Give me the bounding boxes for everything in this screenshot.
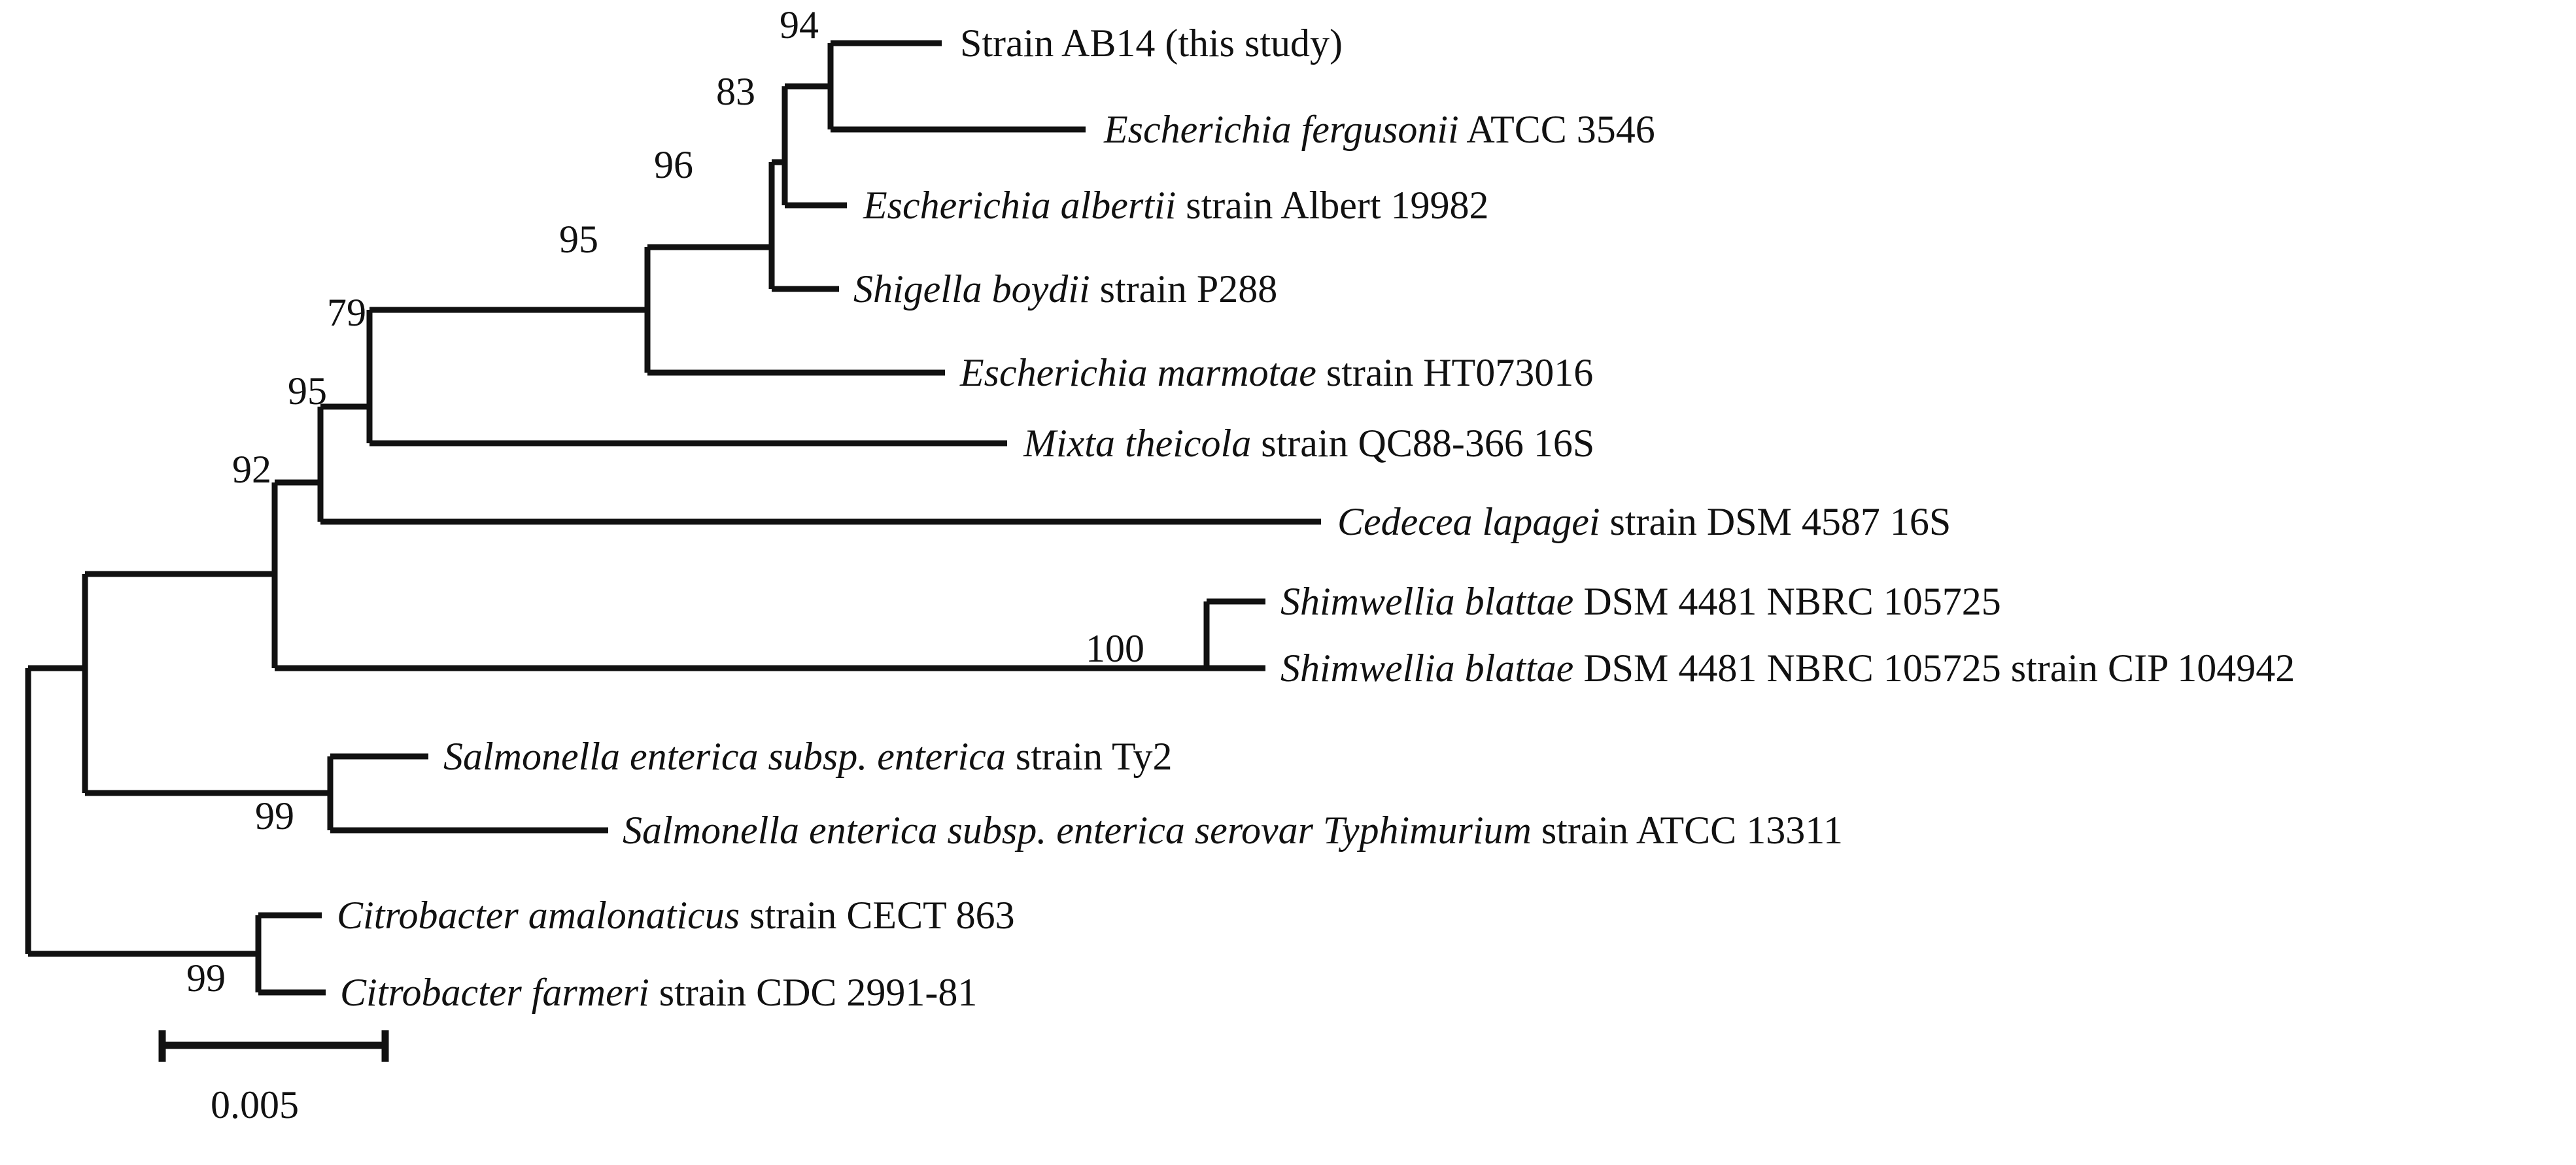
taxon-sci-name: Citrobacter amalonaticus	[337, 894, 740, 937]
taxon-label-shimwellia-blattae-1: Shimwellia blattae DSM 4481 NBRC 105725	[1280, 582, 2001, 621]
taxon-label-salmonella-typhimurium: Salmonella enterica subsp. enterica sero…	[623, 811, 1843, 850]
taxon-sci-name: Citrobacter farmeri	[340, 971, 649, 1014]
taxon-sci-name: Escherichia marmotae	[960, 351, 1316, 394]
taxon-plain-name: Strain AB14 (this study)	[960, 22, 1343, 65]
taxon-label-citrobacter-amalonaticus: Citrobacter amalonaticus strain CECT 863	[337, 896, 1015, 935]
bootstrap-label-92: 92	[232, 448, 271, 491]
bootstrap-label-95-upper: 95	[559, 218, 598, 261]
taxon-plain-name: strain CDC 2991-81	[649, 971, 978, 1014]
taxon-label-shimwellia-blattae-2: Shimwellia blattae DSM 4481 NBRC 105725 …	[1280, 649, 2295, 688]
taxon-label-escherichia-marmotae: Escherichia marmotae strain HT073016	[960, 353, 1593, 392]
taxon-sci-name: Shimwellia blattae	[1280, 647, 1574, 690]
bootstrap-label-95-lower: 95	[288, 369, 327, 413]
taxon-plain-name: strain CECT 863	[740, 894, 1015, 937]
bootstrap-label-79: 79	[327, 291, 366, 334]
taxon-plain-name: strain Albert 19982	[1176, 184, 1489, 227]
taxon-label-salmonella-ty2: Salmonella enterica subsp. enterica stra…	[443, 737, 1173, 776]
bootstrap-label-99-salmonella: 99	[255, 794, 294, 837]
bootstrap-label-83: 83	[716, 70, 755, 113]
taxon-label-strain-ab14: Strain AB14 (this study)	[960, 24, 1343, 63]
taxon-sci-name: Escherichia fergusonii	[1104, 108, 1459, 151]
taxon-label-escherichia-fergusonii: Escherichia fergusonii ATCC 3546	[1104, 110, 1655, 149]
taxon-sci-name: Escherichia albertii	[863, 184, 1176, 227]
taxon-plain-name: DSM 4481 NBRC 105725 strain CIP 104942	[1573, 647, 2295, 690]
taxon-label-cedecea-lapagei: Cedecea lapagei strain DSM 4587 16S	[1337, 502, 1951, 541]
bootstrap-label-99-citrobacter: 99	[186, 956, 226, 1000]
taxon-plain-name: strain P288	[1090, 267, 1278, 311]
scale-bar-caption: 0.005	[211, 1083, 299, 1126]
taxon-plain-name: DSM 4481 NBRC 105725	[1573, 580, 2001, 623]
taxon-label-citrobacter-farmeri: Citrobacter farmeri strain CDC 2991-81	[340, 973, 977, 1012]
taxon-label-shigella-boydii: Shigella boydii strain P288	[853, 269, 1277, 309]
taxon-plain-name: ATCC 3546	[1458, 108, 1655, 151]
taxon-plain-name: strain ATCC 13311	[1531, 809, 1843, 852]
taxon-label-mixta-theicola: Mixta theicola strain QC88-366 16S	[1023, 424, 1594, 463]
bootstrap-label-94: 94	[780, 3, 819, 46]
taxon-sci-name: Mixta theicola	[1023, 422, 1252, 465]
taxon-plain-name: strain HT073016	[1316, 351, 1594, 394]
taxon-sci-name: Salmonella enterica subsp. enterica	[443, 735, 1006, 778]
taxon-plain-name: strain QC88-366 16S	[1251, 422, 1595, 465]
taxon-sci-name: Salmonella enterica subsp. enterica sero…	[623, 809, 1532, 852]
taxon-plain-name: strain DSM 4587 16S	[1600, 500, 1951, 543]
taxon-sci-name: Shigella boydii	[853, 267, 1090, 311]
taxon-label-escherichia-albertii: Escherichia albertii strain Albert 19982	[863, 186, 1489, 225]
taxon-sci-name: Cedecea lapagei	[1337, 500, 1600, 543]
bootstrap-label-100: 100	[1086, 627, 1144, 670]
taxon-sci-name: Shimwellia blattae	[1280, 580, 1574, 623]
taxon-plain-name: strain Ty2	[1005, 735, 1173, 778]
bootstrap-label-96: 96	[654, 143, 693, 186]
